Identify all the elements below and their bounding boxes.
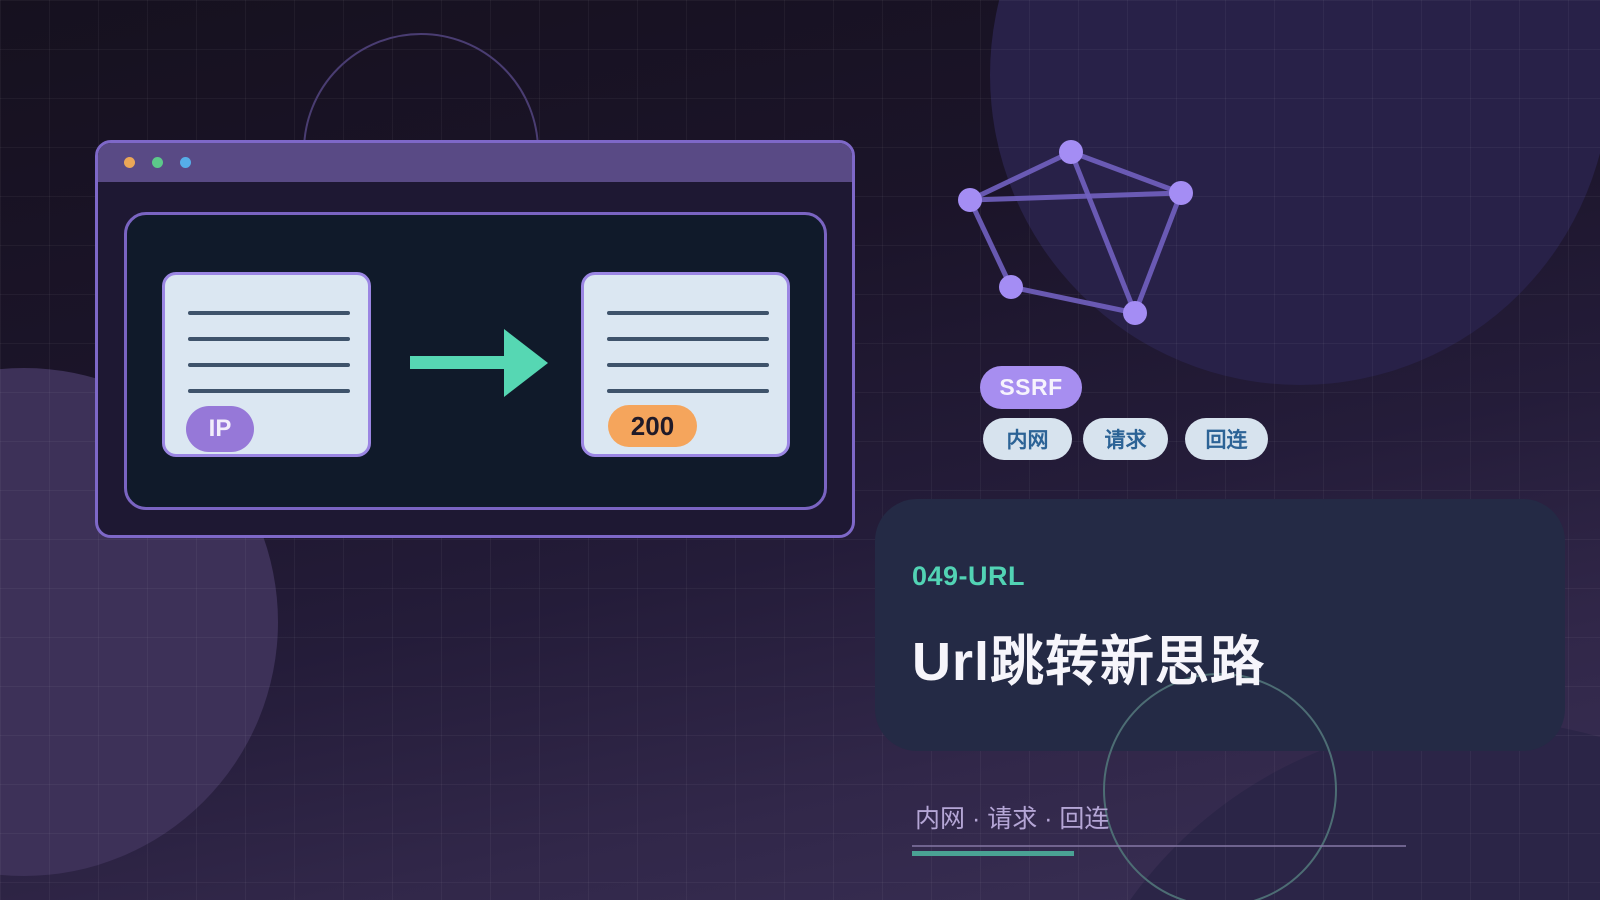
browser-window-mockup: IP 200: [95, 140, 855, 538]
text-line: [188, 311, 350, 315]
tag-intranet: 内网: [983, 418, 1072, 460]
browser-titlebar: [98, 143, 852, 182]
footer-divider: [912, 845, 1406, 847]
ip-badge: IP: [186, 406, 254, 452]
arrow-right-icon: [410, 329, 548, 397]
traffic-light-blue-icon: [180, 157, 191, 168]
text-line: [188, 363, 350, 367]
request-document-card: IP: [162, 272, 371, 457]
status-200-badge: 200: [608, 405, 697, 447]
traffic-light-orange-icon: [124, 157, 135, 168]
footer-keywords: 内网 · 请求 · 回连: [915, 805, 1110, 833]
response-document-card: 200: [581, 272, 790, 457]
traffic-light-green-icon: [152, 157, 163, 168]
series-number: 049-URL: [912, 561, 1026, 591]
page-title: Url跳转新思路: [912, 632, 1266, 692]
text-line: [607, 389, 769, 393]
network-graph-icon: [958, 140, 1193, 325]
tag-request: 请求: [1083, 418, 1168, 460]
footer-accent-underline: [912, 851, 1074, 856]
text-line: [188, 337, 350, 341]
text-line: [607, 311, 769, 315]
text-line: [607, 337, 769, 341]
tag-callback: 回连: [1185, 418, 1268, 460]
browser-content-panel: IP 200: [124, 212, 827, 510]
text-line: [188, 389, 350, 393]
tag-ssrf: SSRF: [980, 366, 1082, 409]
decor-ring-bottom-right: [1103, 673, 1337, 900]
text-line: [607, 363, 769, 367]
